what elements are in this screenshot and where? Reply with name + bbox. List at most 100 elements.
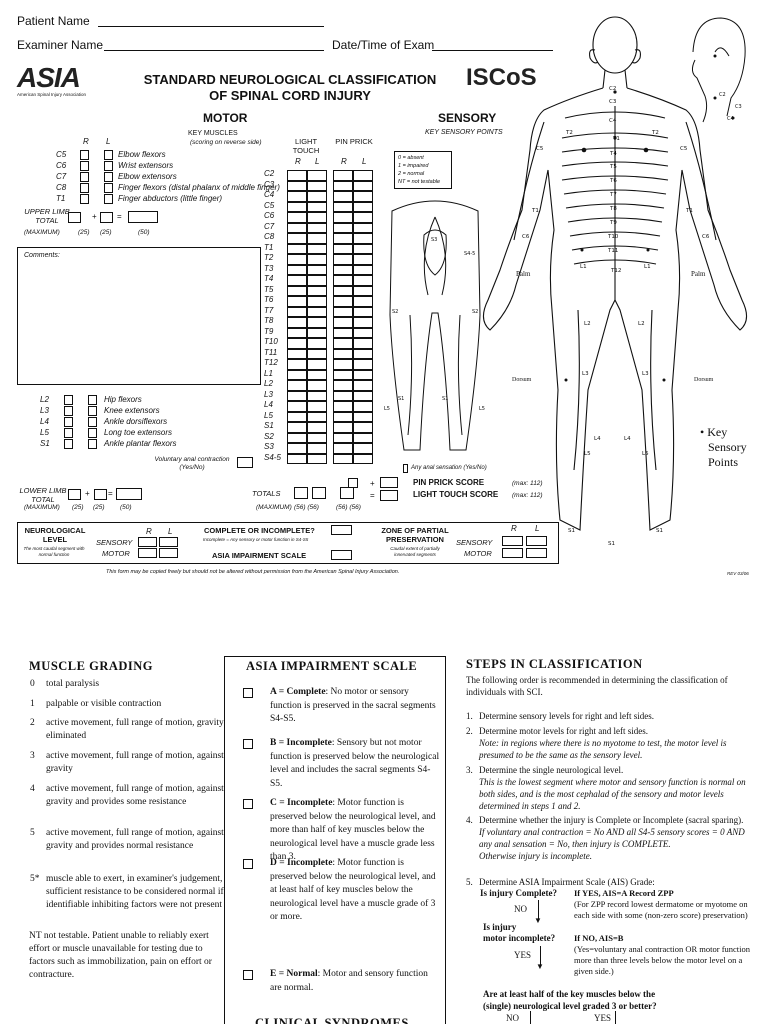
sensory-lt-l-c4[interactable] (307, 191, 327, 202)
sensory-pp-l-t8[interactable] (353, 317, 373, 328)
sensory-lt-r-c7[interactable] (287, 222, 307, 233)
lower-motor-r-l5[interactable] (64, 428, 73, 438)
sensory-pp-r-t7[interactable] (333, 306, 353, 317)
lower-motor-l-s1[interactable] (88, 439, 97, 449)
sensory-lt-l-t2[interactable] (307, 254, 327, 265)
sensory-pp-l-l4[interactable] (353, 401, 373, 412)
sensory-lt-l-l4[interactable] (307, 401, 327, 412)
sensory-lt-r-t5[interactable] (287, 285, 307, 296)
upper-motor-l-c7[interactable] (104, 172, 113, 182)
sensory-pp-r-l2[interactable] (333, 380, 353, 391)
sensory-pp-l-t6[interactable] (353, 296, 373, 307)
sensory-lt-r-l2[interactable] (287, 380, 307, 391)
sensory-pp-l-t12[interactable] (353, 359, 373, 370)
sensory-pp-l-c5[interactable] (353, 201, 373, 212)
sensory-lt-l-s2[interactable] (307, 432, 327, 443)
sensory-pp-l-l5[interactable] (353, 411, 373, 422)
sensory-pp-r-c4[interactable] (333, 191, 353, 202)
sensory-lt-r-c5[interactable] (287, 201, 307, 212)
sensory-pp-l-c6[interactable] (353, 212, 373, 223)
sensory-lt-r-l4[interactable] (287, 401, 307, 412)
ais-checkbox-2[interactable] (243, 799, 253, 809)
sensory-lt-l-l3[interactable] (307, 390, 327, 401)
ais-checkbox-1[interactable] (243, 739, 253, 749)
sensory-pp-r-t4[interactable] (333, 275, 353, 286)
sensory-lt-r-s2[interactable] (287, 432, 307, 443)
sensory-lt-l-t4[interactable] (307, 275, 327, 286)
nl-sensory-l[interactable] (159, 537, 178, 547)
sensory-pp-l-t4[interactable] (353, 275, 373, 286)
sensory-lt-l-c3[interactable] (307, 180, 327, 191)
comments-box[interactable]: Comments: (17, 247, 261, 385)
sensory-lt-r-s1[interactable] (287, 422, 307, 433)
examiner-name-field[interactable] (104, 37, 324, 51)
sensory-lt-r-c4[interactable] (287, 191, 307, 202)
sensory-pp-l-t3[interactable] (353, 264, 373, 275)
sensory-lt-l-c5[interactable] (307, 201, 327, 212)
sensory-pp-l-t7[interactable] (353, 306, 373, 317)
sensory-lt-r-t11[interactable] (287, 348, 307, 359)
sensory-lt-r-c8[interactable] (287, 233, 307, 244)
sensory-pp-r-t1[interactable] (333, 243, 353, 254)
upper-motor-r-t1[interactable] (80, 194, 89, 204)
sensory-pp-r-c3[interactable] (333, 180, 353, 191)
upper-motor-r-c5[interactable] (80, 150, 89, 160)
lower-total-l[interactable] (94, 489, 107, 500)
sensory-lt-r-t12[interactable] (287, 359, 307, 370)
sensory-lt-l-t9[interactable] (307, 327, 327, 338)
sensory-lt-r-l3[interactable] (287, 390, 307, 401)
sensory-pp-l-c7[interactable] (353, 222, 373, 233)
datetime-field[interactable] (432, 37, 553, 51)
sensory-lt-l-t12[interactable] (307, 359, 327, 370)
lower-motor-r-s1[interactable] (64, 439, 73, 449)
sensory-lt-r-t2[interactable] (287, 254, 307, 265)
sensory-lt-l-t11[interactable] (307, 348, 327, 359)
sensory-lt-l-t6[interactable] (307, 296, 327, 307)
zpp-motor-l[interactable] (526, 548, 547, 558)
sensory-lt-r-s4-5[interactable] (287, 453, 307, 464)
sensory-pp-l-c8[interactable] (353, 233, 373, 244)
zpp-motor-r[interactable] (502, 548, 523, 558)
sensory-lt-r-c6[interactable] (287, 212, 307, 223)
sensory-lt-l-t10[interactable] (307, 338, 327, 349)
upper-motor-l-c8[interactable] (104, 183, 113, 193)
sensory-lt-r-t10[interactable] (287, 338, 307, 349)
sensory-pp-r-c7[interactable] (333, 222, 353, 233)
sensory-lt-l-c6[interactable] (307, 212, 327, 223)
sensory-lt-r-t6[interactable] (287, 296, 307, 307)
upper-total-sum[interactable] (128, 211, 158, 223)
sensory-pp-l-s4-5[interactable] (353, 453, 373, 464)
sensory-lt-l-s3[interactable] (307, 443, 327, 454)
sensory-lt-l-c8[interactable] (307, 233, 327, 244)
sensory-lt-l-l1[interactable] (307, 369, 327, 380)
sensory-lt-l-l5[interactable] (307, 411, 327, 422)
sensory-lt-l-t8[interactable] (307, 317, 327, 328)
totals-lt-l[interactable] (312, 487, 326, 499)
totals-pp-r[interactable] (340, 487, 354, 499)
sensory-pp-l-s1[interactable] (353, 422, 373, 433)
lower-motor-l-l2[interactable] (88, 395, 97, 405)
sensory-pp-l-t2[interactable] (353, 254, 373, 265)
sensory-pp-r-c8[interactable] (333, 233, 353, 244)
sensory-pp-l-t5[interactable] (353, 285, 373, 296)
upper-motor-l-c5[interactable] (104, 150, 113, 160)
sensory-pp-l-l2[interactable] (353, 380, 373, 391)
ais-checkbox-4[interactable] (243, 970, 253, 980)
sensory-pp-l-t11[interactable] (353, 348, 373, 359)
sensory-pp-r-t6[interactable] (333, 296, 353, 307)
sensory-pp-r-t2[interactable] (333, 254, 353, 265)
sensory-pp-r-t11[interactable] (333, 348, 353, 359)
sensory-lt-r-c3[interactable] (287, 180, 307, 191)
sensory-pp-r-c5[interactable] (333, 201, 353, 212)
upper-total-r[interactable] (68, 212, 81, 223)
nl-motor-r[interactable] (138, 548, 157, 558)
patient-name-field[interactable] (98, 13, 324, 27)
lower-total-sum[interactable] (116, 488, 142, 500)
upper-motor-r-c8[interactable] (80, 183, 89, 193)
sensory-lt-l-l2[interactable] (307, 380, 327, 391)
sensory-pp-l-s2[interactable] (353, 432, 373, 443)
sensory-pp-r-l5[interactable] (333, 411, 353, 422)
lower-total-r[interactable] (68, 489, 81, 500)
totals-lt-r[interactable] (294, 487, 308, 499)
zpp-sensory-l[interactable] (526, 536, 547, 546)
